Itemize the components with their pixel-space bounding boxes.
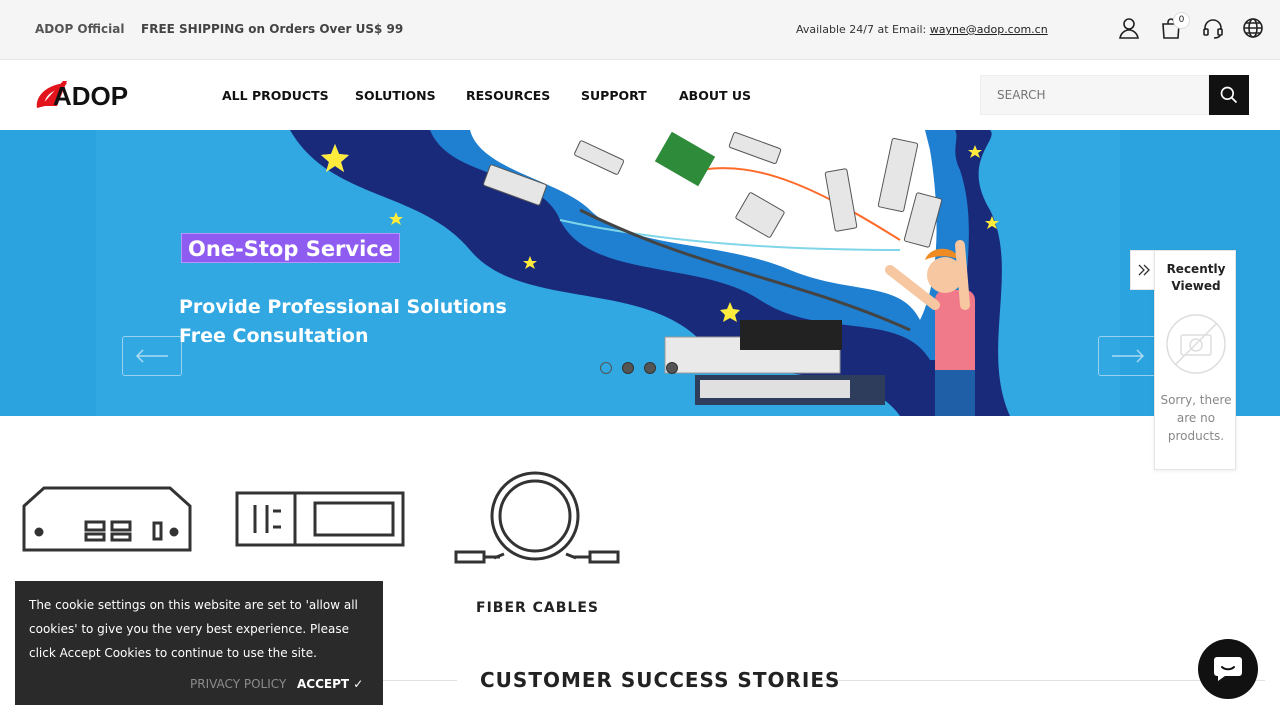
search-button[interactable] — [1209, 75, 1249, 115]
hero-illustration — [0, 130, 1280, 416]
slide-next-button[interactable] — [1098, 336, 1158, 376]
category-transceiver-icon[interactable] — [235, 491, 405, 551]
cart-count-badge: 0 — [1173, 12, 1190, 29]
arrow-left-icon — [135, 349, 168, 363]
no-image-icon — [1166, 314, 1226, 374]
category-label-fiber-cables[interactable]: FIBER CABLES — [476, 600, 600, 616]
nav-all-products[interactable]: ALL PRODUCTS — [222, 88, 329, 103]
top-bar: ADOP Official FREE SHIPPING on Orders Ov… — [0, 0, 1280, 60]
recently-viewed-panel: Recently Viewed Sorry, there are no prod… — [1154, 250, 1236, 470]
shipping-banner: FREE SHIPPING on Orders Over US$ 99 — [141, 22, 404, 36]
privacy-policy-link[interactable]: PRIVACY POLICY — [190, 677, 287, 691]
availability-prefix: Available 24/7 at Email: — [796, 23, 930, 36]
recently-viewed-title: Recently Viewed — [1166, 262, 1226, 293]
adop-logo[interactable]: ADOP — [33, 78, 153, 112]
section-title: CUSTOMER SUCCESS STORIES — [480, 668, 841, 692]
recently-viewed-empty: Sorry, there are no products. — [1160, 393, 1232, 443]
hero-tag: One-Stop Service — [181, 233, 400, 263]
cookie-text: The cookie settings on this website are … — [29, 598, 358, 660]
hero-line-1: Provide Professional Solutions — [179, 296, 507, 318]
availability-text: Available 24/7 at Email: wayne@adop.com.… — [796, 23, 1048, 36]
slide-dots — [600, 362, 678, 374]
logo-graphic: ADOP — [36, 81, 128, 111]
headset-icon[interactable] — [1201, 16, 1225, 42]
logo-text: ADOP — [53, 81, 128, 111]
slide-dot-4[interactable] — [666, 362, 678, 374]
globe-icon[interactable] — [1241, 16, 1265, 42]
search-input[interactable] — [980, 75, 1209, 115]
nav-resources[interactable]: RESOURCES — [466, 88, 551, 103]
slide-dot-3[interactable] — [644, 362, 656, 374]
category-switch-icon[interactable] — [22, 486, 192, 556]
hero-banner[interactable] — [0, 130, 1280, 416]
slide-dot-2[interactable] — [622, 362, 634, 374]
cookie-banner: The cookie settings on this website are … — [15, 581, 383, 705]
nav-solutions[interactable]: SOLUTIONS — [355, 88, 436, 103]
slide-prev-button[interactable] — [122, 336, 182, 376]
hero-line-2: Free Consultation — [179, 325, 369, 347]
brand-text: ADOP Official — [35, 22, 125, 36]
chat-bubble-icon — [1214, 657, 1242, 681]
arrow-right-icon — [1112, 349, 1145, 363]
search-icon — [1220, 86, 1238, 104]
email-link[interactable]: wayne@adop.com.cn — [929, 23, 1048, 36]
double-chevron-right-icon — [1138, 264, 1150, 276]
nav-support[interactable]: SUPPORT — [581, 88, 647, 103]
section-divider-right — [822, 680, 1265, 681]
accept-cookies-button[interactable]: ACCEPT ✓ — [297, 677, 364, 691]
section-divider-left — [383, 680, 457, 681]
slide-dot-1[interactable] — [600, 362, 612, 374]
category-fiber-cables-icon[interactable] — [454, 470, 620, 570]
nav-about-us[interactable]: ABOUT US — [679, 88, 752, 103]
user-icon[interactable] — [1117, 16, 1141, 42]
recently-viewed-toggle[interactable] — [1130, 250, 1156, 290]
chat-button[interactable] — [1198, 639, 1258, 699]
